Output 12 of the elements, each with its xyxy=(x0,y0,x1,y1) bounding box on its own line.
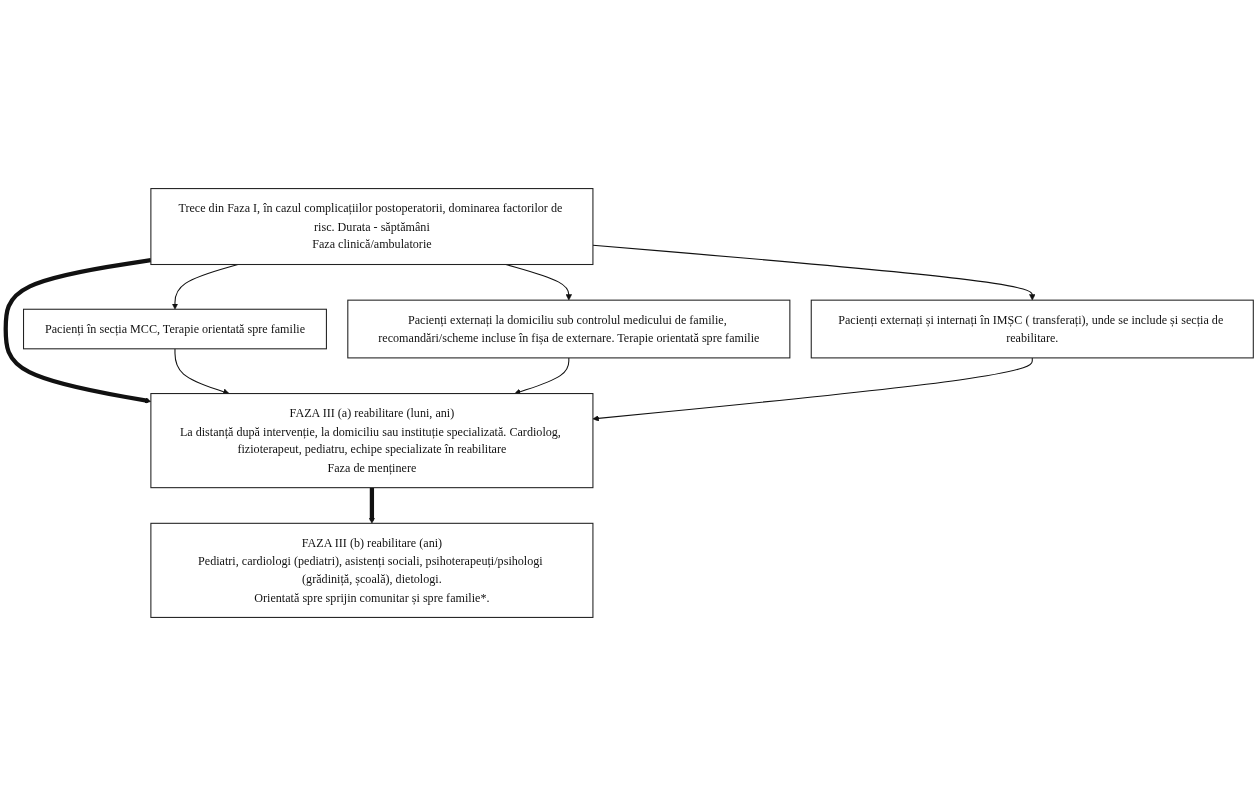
node-box: FAZA III (a) reabilitare (luni, ani) La distanță după intervenție, la domiciliu sau instituție specializată. Cardiolog, fizioterapeut, pediatru, echipe specializate în reabilitare Faza de menținere xyxy=(150,393,594,489)
node-box: Pacienți externați la domiciliu sub controlul medicului de familie, recomandări/scheme incluse în fișa de externare. Terapie orientată spre familie xyxy=(347,299,791,359)
arrow xyxy=(3,258,152,404)
arrow xyxy=(368,487,376,524)
arrow xyxy=(592,357,1033,422)
node-box: Pacienți externați și internați în IMȘC ( transferați), unde se include și secția de reabilitare. xyxy=(810,299,1254,359)
arrow xyxy=(592,244,1036,301)
arrow xyxy=(174,348,230,395)
node-box: Pacienți în secția MCC, Terapie orientată spre familie xyxy=(23,308,327,350)
arrow xyxy=(514,357,570,395)
node-box: FAZA III (b) reabilitare (ani) Pediatri, cardiologi (pediatri), asistenți sociali, psihoterapeuți/psihologi (grădiniță, școală), dietologi. Orientată spre sprijin comunitar și spre familie*. xyxy=(150,522,594,618)
node-box: Trece din Faza I, în cazul complicațiilor postoperatorii, dominarea factorilor de risc. Durata - săptămâni Faza clinică/ambulatorie xyxy=(150,188,594,266)
